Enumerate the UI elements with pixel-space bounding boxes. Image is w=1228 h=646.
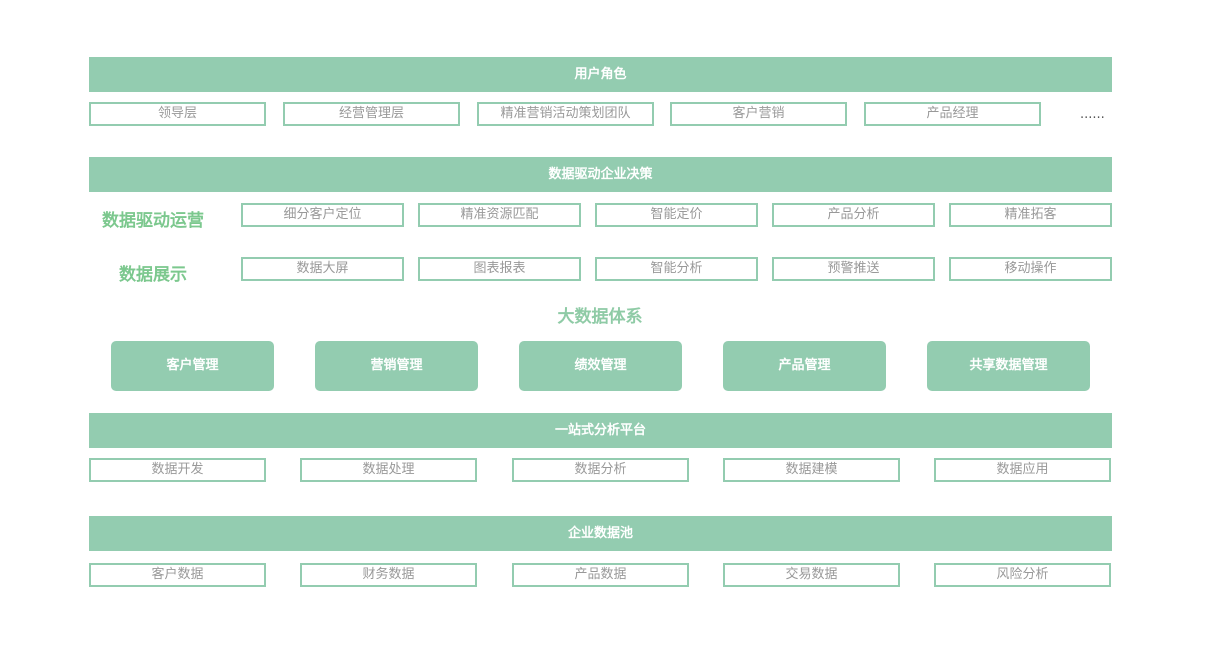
display-box-big-screen: 数据大屏 <box>241 257 404 281</box>
display-box-alerts: 预警推送 <box>772 257 935 281</box>
roles-more-ellipsis: ...... <box>1080 107 1105 122</box>
platform-box-modeling: 数据建模 <box>723 458 900 482</box>
ops-box-product-analysis: 产品分析 <box>772 203 935 227</box>
user-roles-header: 用户角色 <box>89 57 1112 92</box>
module-shared-data-management: 共享数据管理 <box>927 341 1090 391</box>
platform-box-application: 数据应用 <box>934 458 1111 482</box>
platform-box-analysis: 数据分析 <box>512 458 689 482</box>
role-box-customer-marketing: 客户营销 <box>670 102 847 126</box>
module-customer-management: 客户管理 <box>111 341 274 391</box>
ops-box-smart-pricing: 智能定价 <box>595 203 758 227</box>
ops-box-resource-matching: 精准资源匹配 <box>418 203 581 227</box>
ops-box-acquisition: 精准拓客 <box>949 203 1112 227</box>
display-box-mobile: 移动操作 <box>949 257 1112 281</box>
module-marketing-management: 营销管理 <box>315 341 478 391</box>
platform-box-processing: 数据处理 <box>300 458 477 482</box>
role-box-product-manager: 产品经理 <box>864 102 1041 126</box>
pool-box-product-data: 产品数据 <box>512 563 689 587</box>
display-box-reports: 图表报表 <box>418 257 581 281</box>
module-product-management: 产品管理 <box>723 341 886 391</box>
role-box-management: 经营管理层 <box>283 102 460 126</box>
pool-box-risk-analysis: 风险分析 <box>934 563 1111 587</box>
platform-box-development: 数据开发 <box>89 458 266 482</box>
role-box-marketing-team: 精准营销活动策划团队 <box>477 102 654 126</box>
decision-header: 数据驱动企业决策 <box>89 157 1112 192</box>
module-performance-management: 绩效管理 <box>519 341 682 391</box>
pool-box-finance-data: 财务数据 <box>300 563 477 587</box>
data-pool-header: 企业数据池 <box>89 516 1112 551</box>
operations-label: 数据驱动运营 <box>102 211 204 231</box>
pool-box-customer-data: 客户数据 <box>89 563 266 587</box>
platform-header: 一站式分析平台 <box>89 413 1112 448</box>
pool-box-transaction-data: 交易数据 <box>723 563 900 587</box>
display-box-smart-analysis: 智能分析 <box>595 257 758 281</box>
display-label: 数据展示 <box>119 265 187 285</box>
role-box-leadership: 领导层 <box>89 102 266 126</box>
big-data-title: 大数据体系 <box>557 307 643 327</box>
ops-box-segmentation: 细分客户定位 <box>241 203 404 227</box>
